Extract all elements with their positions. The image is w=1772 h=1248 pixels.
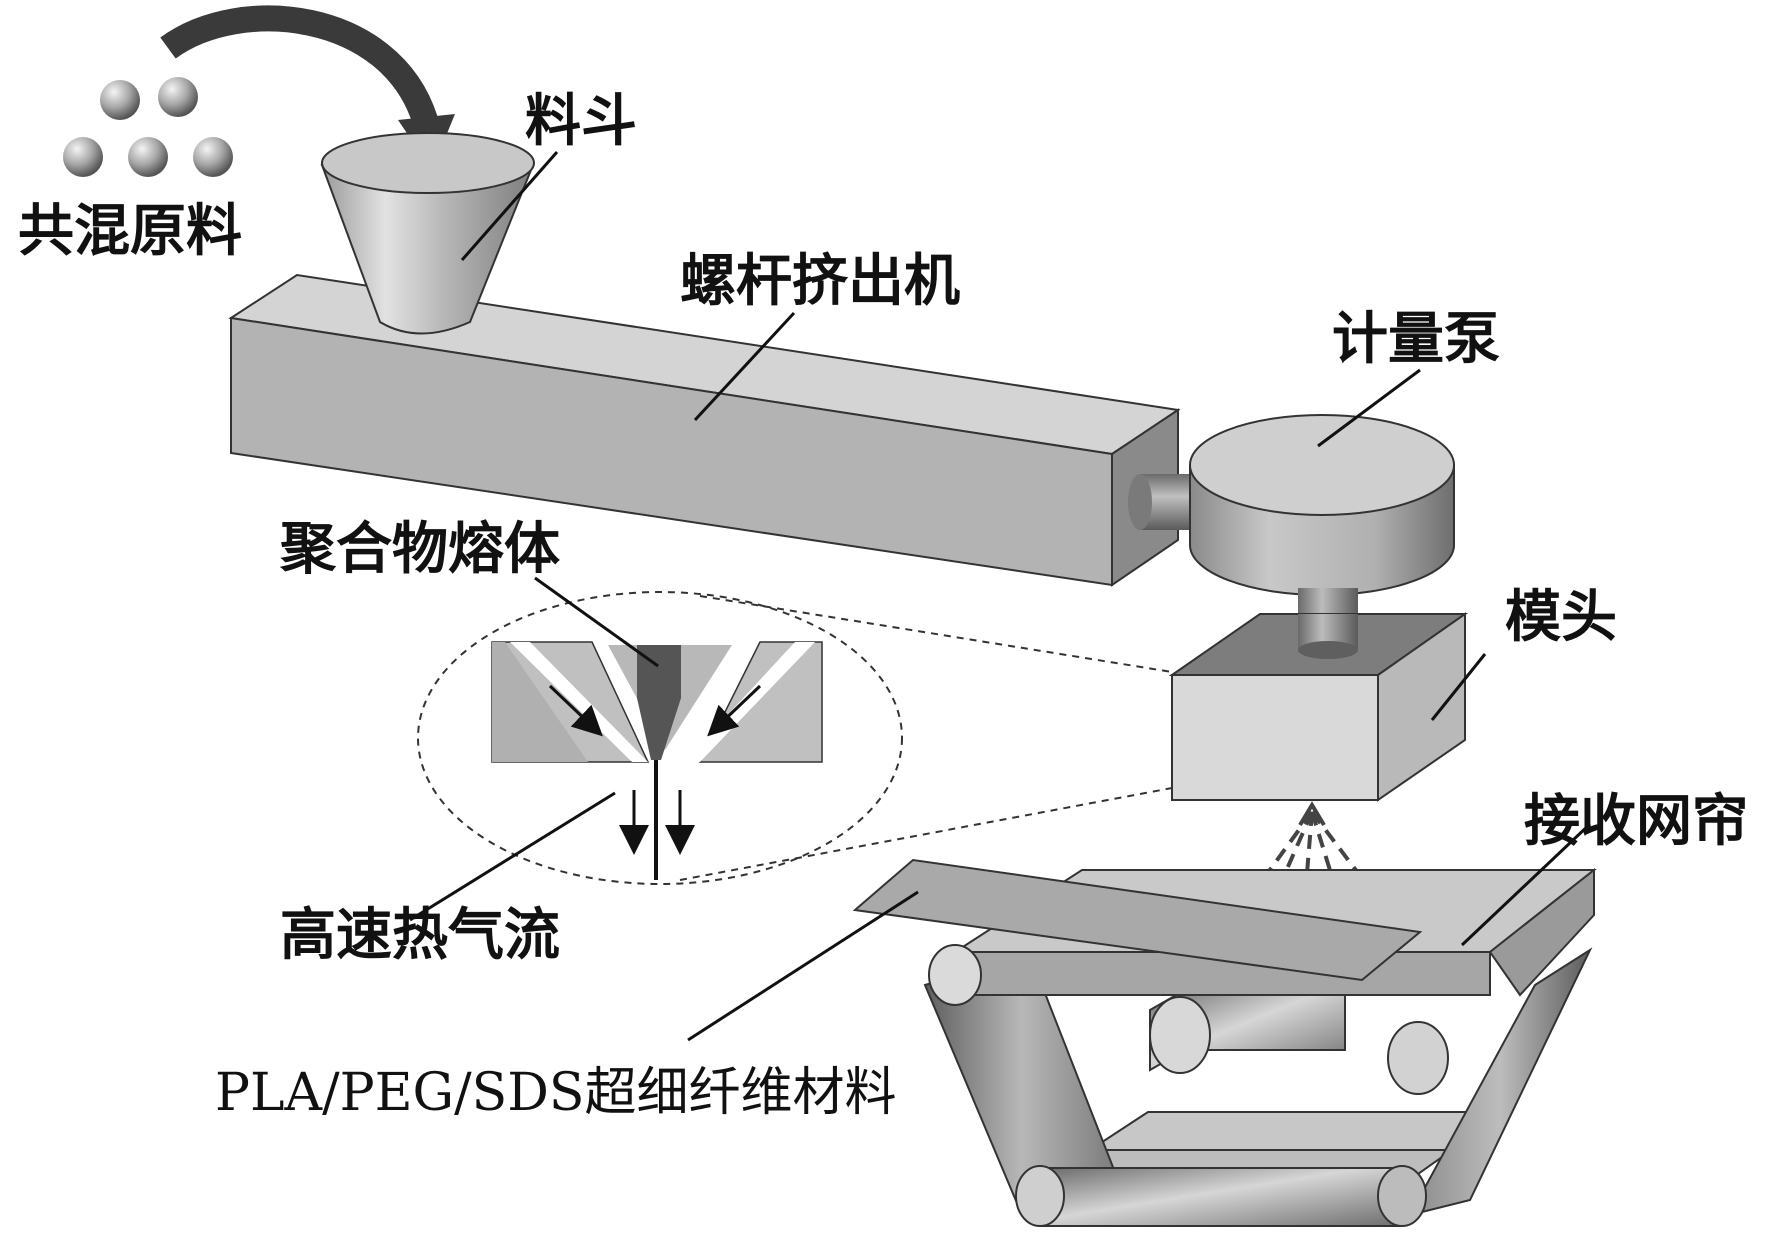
- hopper: [320, 132, 535, 335]
- leader-lines: [409, 151, 1592, 1042]
- metering-pump: [1189, 414, 1455, 596]
- screw-extruder-label: 螺杆挤出机: [680, 249, 960, 314]
- hot-air-label: 高速热气流: [280, 903, 560, 968]
- spray-arrow-icon: [1298, 801, 1326, 827]
- die-head: [1168, 612, 1469, 802]
- fiber-material-label: PLA/PEG/SDS超细纤维材料: [215, 1063, 897, 1123]
- die-label: 模头: [1505, 585, 1617, 650]
- metering-pump-label: 计量泵: [1332, 307, 1500, 372]
- raw-material-pellets: [63, 77, 233, 177]
- connector-pipe: [1128, 474, 1198, 530]
- collector-label: 接收网帘: [1524, 789, 1748, 854]
- nozzle-detail: [417, 591, 1173, 885]
- blend-material-label: 共混原料: [18, 199, 242, 264]
- polymer-melt-label: 聚合物熔体: [279, 517, 560, 582]
- hopper-label: 料斗: [525, 89, 637, 154]
- collector-belt: [852, 858, 1597, 1227]
